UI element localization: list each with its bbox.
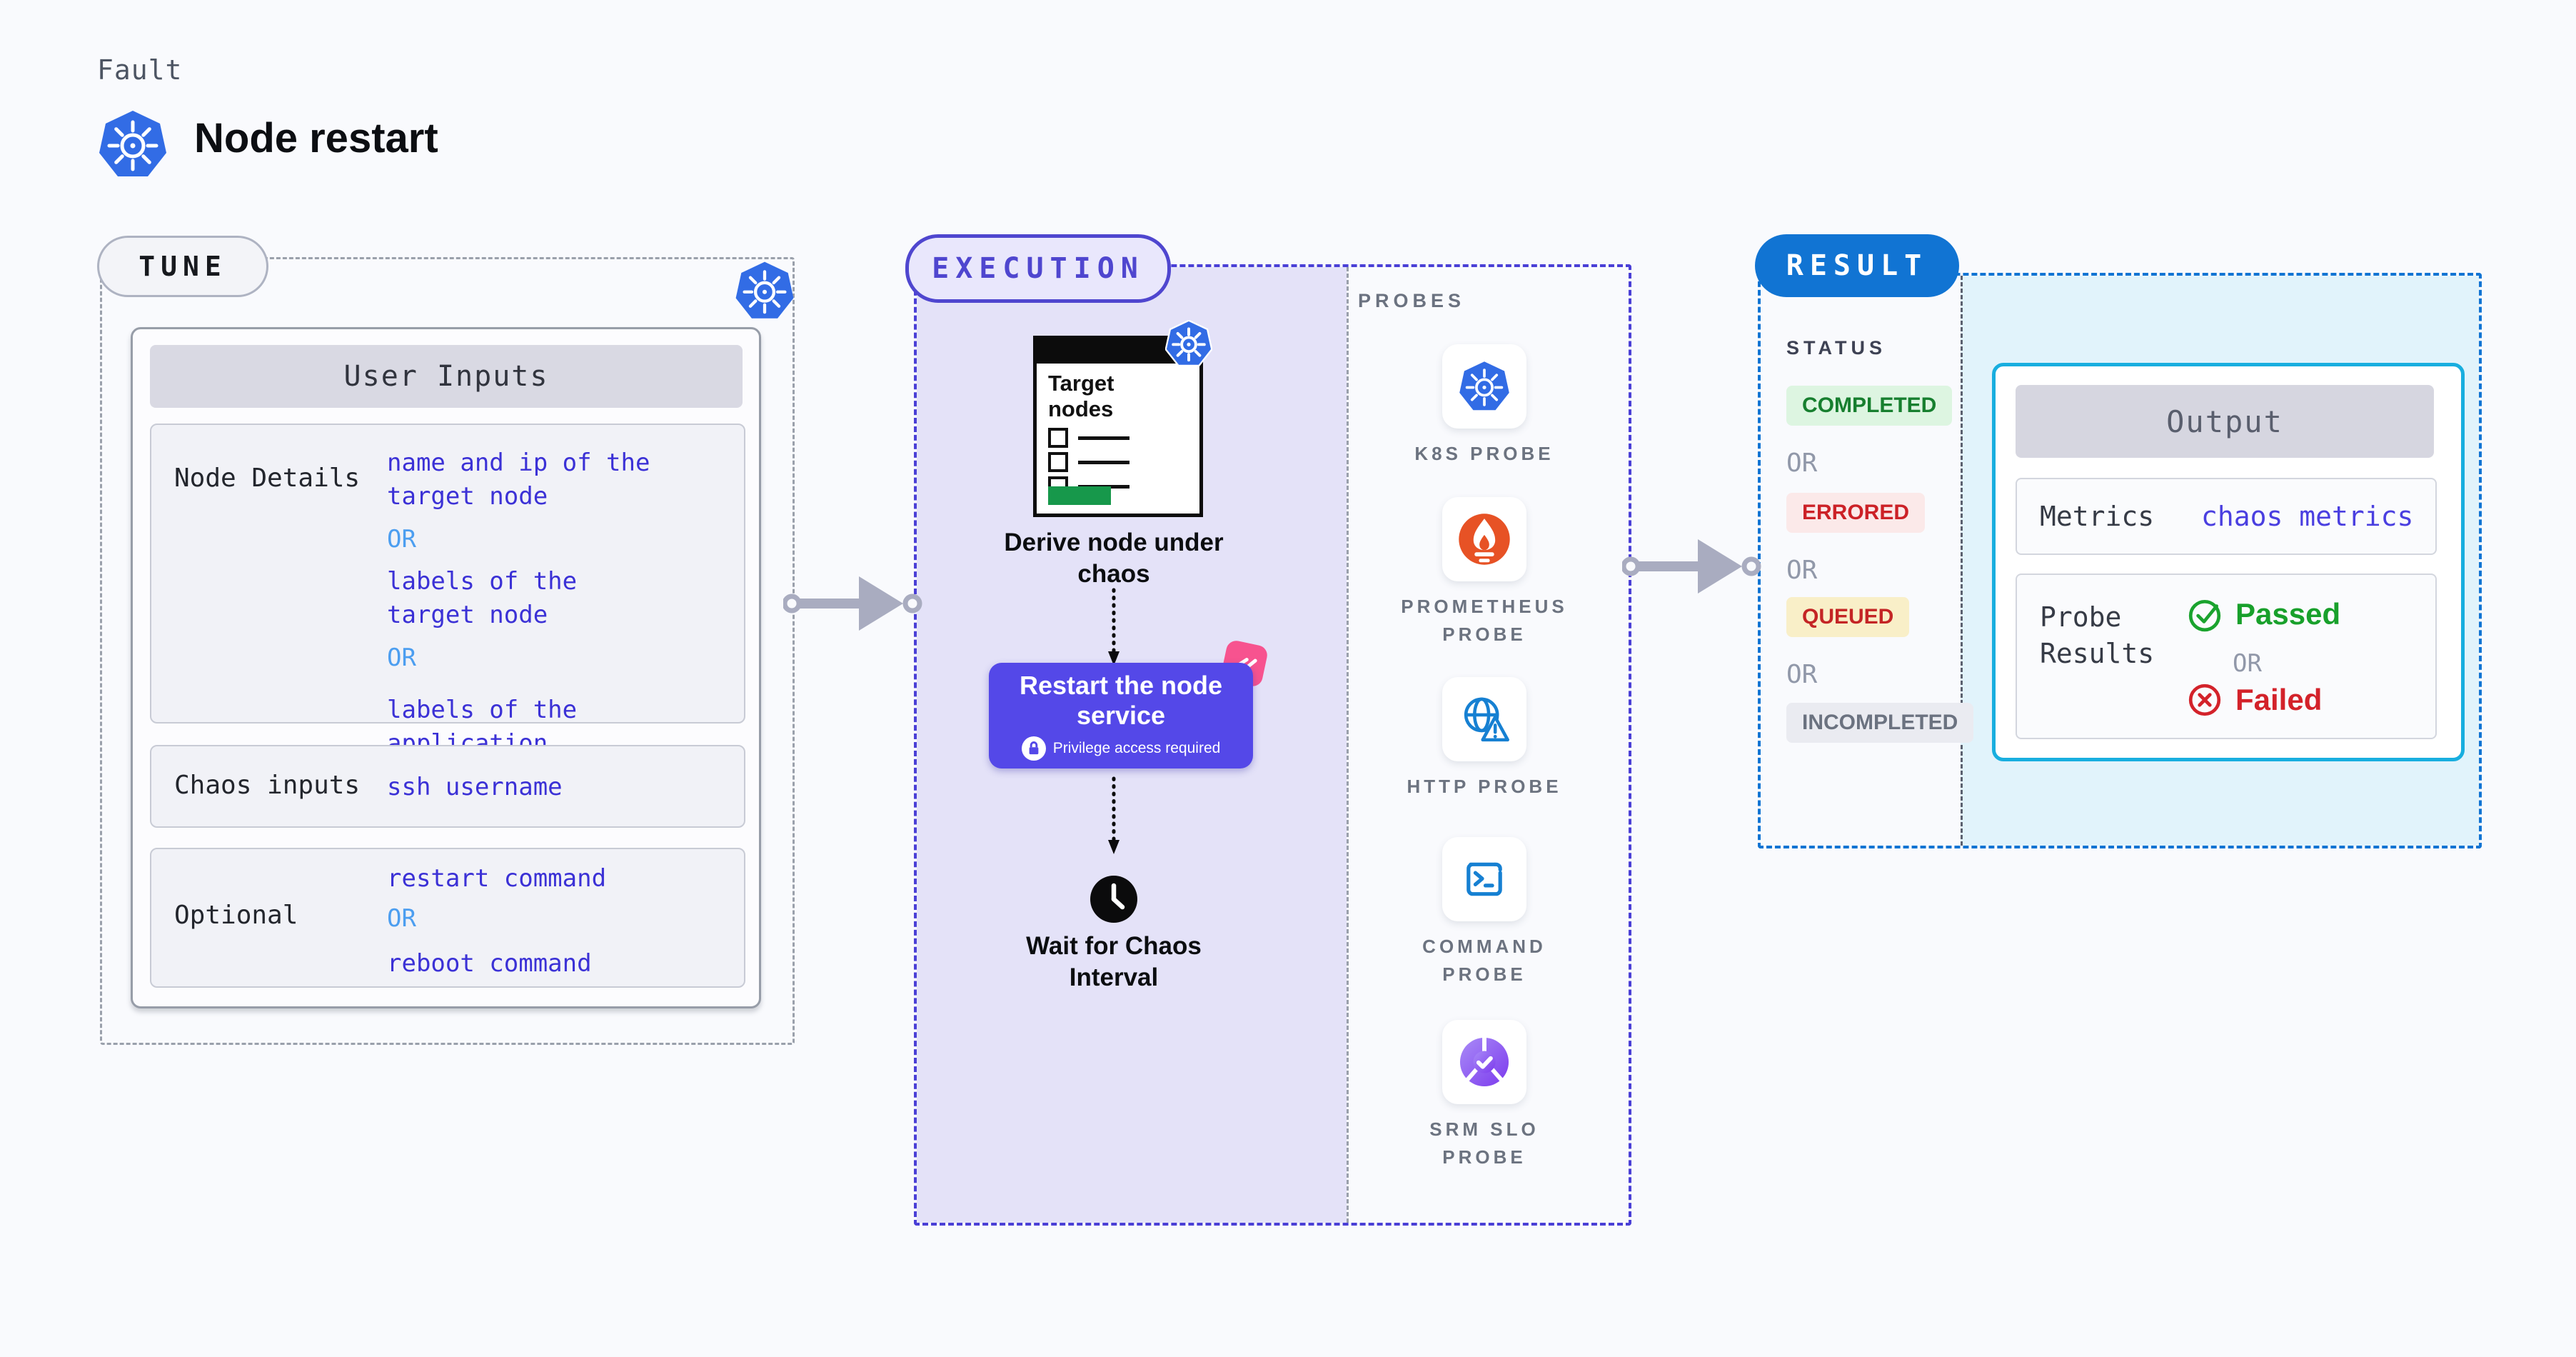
row-value: restart command (387, 864, 607, 893)
status-badge-errored: ERRORED (1786, 493, 1926, 533)
result-section-label: RESULT (1755, 234, 1959, 297)
slo-pie-check-icon (1458, 1036, 1511, 1088)
metrics-value: chaos metrics (2201, 501, 2414, 532)
x-circle-icon (2187, 682, 2223, 718)
progress-bar (1048, 486, 1111, 505)
table-row-node-details: Node Details name and ip of the target n… (150, 424, 745, 791)
row-value: reboot command (387, 948, 592, 978)
step-title: Restart the node service (1019, 670, 1223, 730)
node-checkbox-row (1048, 452, 1129, 472)
node-checkbox-row (1048, 428, 1129, 448)
status-badge-completed: COMPLETED (1786, 386, 1953, 426)
tune-section-box (100, 257, 795, 1045)
probe-label: PROMETHEUS PROBE (1401, 596, 1568, 645)
output-header: Output (2016, 385, 2434, 458)
probes-column-label: PROBES (1358, 290, 1466, 311)
target-nodes-card: Target nodes (1033, 336, 1203, 517)
probe-label: K8S PROBE (1414, 443, 1554, 464)
terminal-icon (1458, 853, 1511, 906)
probe-label: SRM SLO PROBE (1429, 1118, 1539, 1168)
status-output-divider (1961, 276, 1963, 846)
table-row-chaos-inputs: Chaos inputs ssh username (150, 745, 745, 828)
or-separator: OR (387, 643, 416, 672)
probe-results-label: Probe Results (2040, 601, 2155, 670)
probe-label: COMMAND PROBE (1422, 936, 1546, 985)
srm-slo-probe-card (1442, 1020, 1526, 1104)
page-title: Node restart (194, 115, 438, 161)
kubernetes-icon (97, 109, 168, 184)
http-probe-card (1442, 677, 1526, 761)
execution-to-result-arrow (1621, 524, 1761, 613)
tune-to-execution-arrow (782, 561, 922, 650)
row-label: Node Details (174, 464, 361, 493)
probes-divider (1347, 267, 1349, 1223)
fault-eyebrow: Fault (97, 54, 183, 86)
flow-arrow-down (1107, 587, 1121, 671)
row-value: ssh username (387, 773, 563, 801)
status-column-label: STATUS (1786, 337, 1886, 359)
output-card: Output Metrics chaos metrics Probe Resul… (1992, 363, 2465, 761)
row-label: Optional (174, 901, 298, 930)
or-separator: OR (2233, 649, 2262, 678)
table-row-optional: Optional restart command OR reboot comma… (150, 848, 745, 988)
wait-chaos-interval-caption: Wait for Chaos Interval (1026, 932, 1202, 991)
k8s-probe-card (1442, 344, 1526, 429)
probe-label: HTTP PROBE (1407, 776, 1562, 797)
metrics-label: Metrics (2040, 501, 2155, 532)
or-separator: OR (1786, 660, 1818, 689)
execution-section-label: EXECUTION (905, 234, 1171, 303)
derive-node-caption: Derive node under chaos (1004, 529, 1224, 588)
passed-label: Passed (2235, 597, 2341, 631)
row-value: name and ip of the target node (387, 449, 650, 511)
check-circle-icon (2187, 596, 2223, 632)
kubernetes-icon (1164, 319, 1213, 371)
kubernetes-icon (734, 260, 795, 325)
user-inputs-header: User Inputs (150, 345, 743, 408)
tune-section-label: TUNE (97, 236, 268, 297)
prometheus-icon (1457, 512, 1511, 566)
row-label: Chaos inputs (174, 771, 361, 800)
status-badge-queued: QUEUED (1786, 597, 1910, 637)
probe-results-row: Probe Results Passed OR F (2016, 574, 2437, 739)
http-globe-warning-icon (1457, 692, 1511, 746)
or-separator: OR (1786, 449, 1818, 478)
kubernetes-icon (1458, 360, 1511, 413)
privilege-note: Privilege access required (1052, 740, 1221, 757)
restart-node-service-step: Restart the node service Privilege acces… (989, 663, 1253, 768)
metrics-row: Metrics chaos metrics (2016, 478, 2437, 555)
user-inputs-table: User Inputs Node Details name and ip of … (131, 327, 761, 1008)
lock-icon (1021, 736, 1046, 761)
target-nodes-title: Target nodes (1048, 371, 1115, 421)
flow-arrow-down (1107, 776, 1121, 859)
or-separator: OR (387, 524, 416, 554)
command-probe-card (1442, 837, 1526, 921)
or-separator: OR (1786, 556, 1818, 585)
status-badge-incompleted: INCOMPLETED (1786, 703, 1974, 743)
row-value: labels of the target node (387, 566, 578, 629)
failed-label: Failed (2235, 683, 2323, 716)
prometheus-probe-card (1442, 497, 1526, 581)
or-separator: OR (387, 903, 416, 933)
clock-icon (1090, 876, 1137, 926)
